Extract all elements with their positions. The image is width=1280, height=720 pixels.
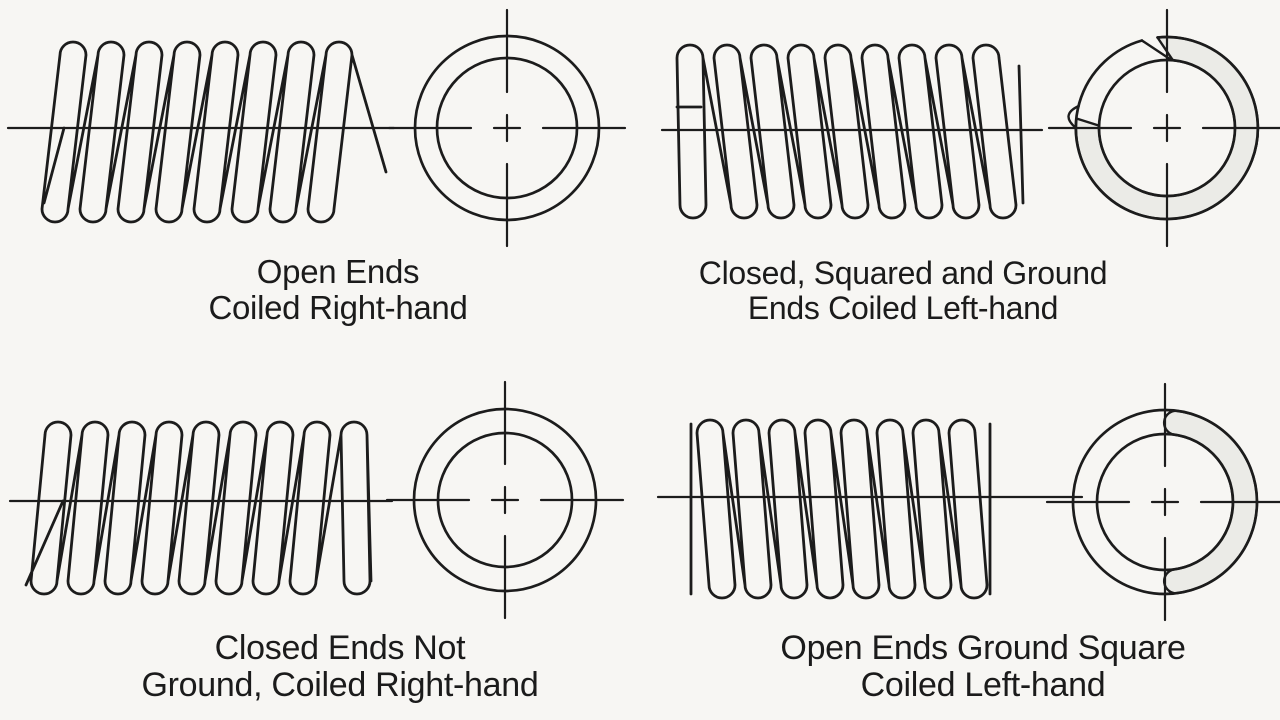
figure-closed-ends-not-ground-right-hand bbox=[8, 380, 625, 620]
caption-line: Closed Ends Not bbox=[214, 629, 466, 667]
spring-wire bbox=[24, 420, 373, 596]
outer-circle bbox=[412, 407, 598, 593]
caption-closed-squared-ground-left-hand: Closed, Squared and Ground Ends Coiled L… bbox=[698, 255, 1108, 326]
caption-line: Coiled Right-hand bbox=[208, 289, 468, 326]
crosshair-centerlines bbox=[387, 8, 627, 248]
outer-circle bbox=[1074, 35, 1260, 221]
crosshair-centerlines bbox=[385, 380, 625, 620]
caption-open-ends-ground-square-left-hand: Open Ends Ground Square Coiled Left-hand bbox=[780, 630, 1185, 704]
wire-end-bump bbox=[1067, 104, 1080, 130]
outer-circle bbox=[413, 34, 601, 222]
caption-line: Open Ends Ground Square bbox=[780, 629, 1186, 667]
caption-closed-ends-not-ground-right-hand: Closed Ends Not Ground, Coiled Right-han… bbox=[142, 630, 539, 704]
caption-open-ends-right-hand: Open Ends Coiled Right-hand bbox=[208, 254, 467, 326]
inner-circle bbox=[436, 431, 574, 569]
caption-line: Closed, Squared and Ground bbox=[698, 255, 1108, 291]
inner-circle bbox=[1097, 58, 1237, 198]
caption-line: Ground, Coiled Right-hand bbox=[141, 666, 539, 704]
caption-line: Open Ends bbox=[256, 253, 420, 290]
figure-open-ends-ground-square-left-hand bbox=[656, 382, 1280, 622]
inner-circle bbox=[435, 56, 579, 200]
spring-wire bbox=[675, 43, 1025, 220]
crosshair-centerlines bbox=[1047, 8, 1280, 248]
outer-circle bbox=[1071, 408, 1259, 596]
inner-circle bbox=[1095, 432, 1235, 572]
figure-closed-squared-ground-left-hand bbox=[660, 8, 1280, 248]
caption-line: Ends Coiled Left-hand bbox=[747, 290, 1059, 326]
spring-wire bbox=[40, 40, 388, 224]
caption-line: Coiled Left-hand bbox=[860, 666, 1106, 704]
notch-edge bbox=[1140, 39, 1173, 62]
figure-open-ends-right-hand bbox=[6, 8, 627, 248]
crosshair-centerlines bbox=[1045, 382, 1280, 622]
spring-wire bbox=[689, 418, 992, 600]
